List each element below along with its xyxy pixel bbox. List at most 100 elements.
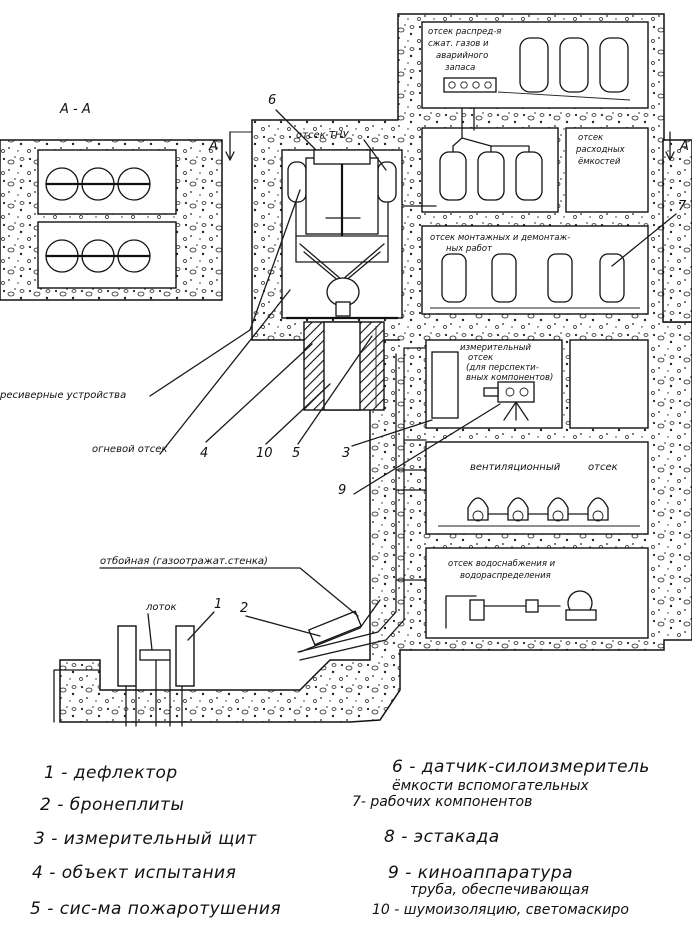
tank-2 [477,151,505,201]
legend-item-9a: 9 - киноаппаратура [388,863,573,883]
tank-3 [515,151,543,201]
water-piping [445,595,561,629]
legend: 1 - дефлектор 2 - бронеплиты 3 - измерит… [30,757,650,919]
duct-vertical [297,347,405,661]
room-vent-label-2: отсек [588,462,618,473]
gas-cylinder-3 [599,37,629,93]
section-title: А - А [59,102,91,117]
water-valve [469,599,485,621]
room-measuring-side [569,339,649,429]
gas-deflector-wall [299,599,381,653]
room-meas-label-1: измерительный [460,343,531,353]
room-meas-label-4: вных компонентов) [466,373,553,383]
room-assembly-label-1: отсек монтажных и демонтаж- [430,233,570,243]
room-assembly-label-2: ных работ [446,244,493,254]
section-tanks-upper [45,167,151,201]
section-mark-right-group: A [665,131,689,161]
callout-1: 1 [214,597,222,612]
legend-item-9b: труба, обеспечивающая [410,882,589,898]
leader-1 [187,611,215,641]
leader-receivers [149,189,301,397]
fans [467,497,609,522]
leader-7 [611,213,677,267]
leader-4 [205,343,313,443]
section-a-a: А - А A [0,102,260,301]
room-exp-label-3: ёмкостей [578,157,621,167]
room-gas-label-4: запаса [445,63,475,73]
label-thu-room: отсек ТНУ [296,130,349,141]
room-gas-label-1: отсек распред-я [428,27,501,37]
thrust-frame [295,201,389,263]
label-fire-room: огневой отсек [92,444,167,455]
tank-piping [452,107,530,153]
room-expendable-tanks [565,127,649,213]
legend-item-7a: ёмкости вспомогательных [392,778,590,794]
armor-plates [307,610,363,646]
legend-item-10: 10 - шумоизоляцию, светомаскиро [372,902,629,918]
room-vent-label-1: вентиляционный [470,462,561,473]
tray [139,649,171,661]
label-tray: лоток [145,602,177,613]
legend-item-5: 5 - сис-ма пожаротушения [30,899,281,919]
section-mark-left: A [208,139,218,154]
room-exp-label-2: расходных [575,145,626,155]
leader-9 [353,403,501,495]
deflector-area [53,599,381,727]
measuring-panel [431,351,459,419]
deflector-block-right [175,625,195,687]
legend-item-6: 6 - датчик-силоизмеритель [392,757,650,777]
gauge-panel [443,77,497,93]
legend-item-4: 4 - объект испытания [32,863,236,883]
room-meas-label-2: отсек [468,353,494,363]
component-3 [547,253,573,303]
label-receivers: ресиверные устройства [0,390,126,401]
legend-item-8: 8 - эстакада [384,827,500,847]
leader-5 [297,335,373,445]
callout-6: 6 [268,93,276,108]
room-gas-label-3: аварийного [436,51,488,61]
room-gas-label-2: сжат. газов и [428,39,489,49]
room-water [425,547,649,639]
force-sensor [313,149,371,165]
legend-item-2: 2 - бронеплиты [40,795,184,815]
right-wall [662,139,692,323]
stand-structure: отсек распред-я сжат. газов и аварийного… [59,13,692,723]
gas-cylinder-1 [519,37,549,93]
legend-item-7b: 7- рабочих компонентов [352,794,532,810]
receiver-right [377,161,397,203]
leader-deflector-wall [99,567,359,617]
room-meas-label-3: (для перспекти- [466,363,539,373]
section-mark-right: A [679,139,689,154]
component-1 [441,253,467,303]
callout-7: 7 [678,199,687,214]
legend-item-3: 3 - измерительный щит [34,829,257,849]
callout-9: 9 [338,483,346,498]
component-4 [599,253,625,303]
legend-item-1: 1 - дефлектор [44,763,178,783]
leader-10 [265,383,331,445]
label-deflector-wall: отбойная (газоотражат.стенка) [100,555,268,567]
gas-cylinder-2 [559,37,589,93]
receiver-left [287,161,307,203]
room-water-label-2: водораспределения [460,571,551,581]
section-tanks-lower [45,239,151,273]
leader-3 [351,419,433,447]
component-2 [491,253,517,303]
duct-branches [395,347,427,581]
callout-10: 10 [256,446,273,461]
room-water-label-1: отсек водоснабжения и [448,559,556,569]
callout-3: 3 [342,446,350,461]
room-ventilation [425,441,649,535]
exhaust-channel [323,321,361,411]
leader-fire-room [159,289,291,455]
room-exp-label-1: отсек [578,133,604,143]
camera-tripod [503,401,529,421]
callout-2: 2 [240,601,248,616]
leader-tray [147,613,153,651]
leader-6 [275,109,317,151]
tank-1 [439,151,467,201]
leader-2 [245,615,321,637]
camera-body [497,381,535,403]
